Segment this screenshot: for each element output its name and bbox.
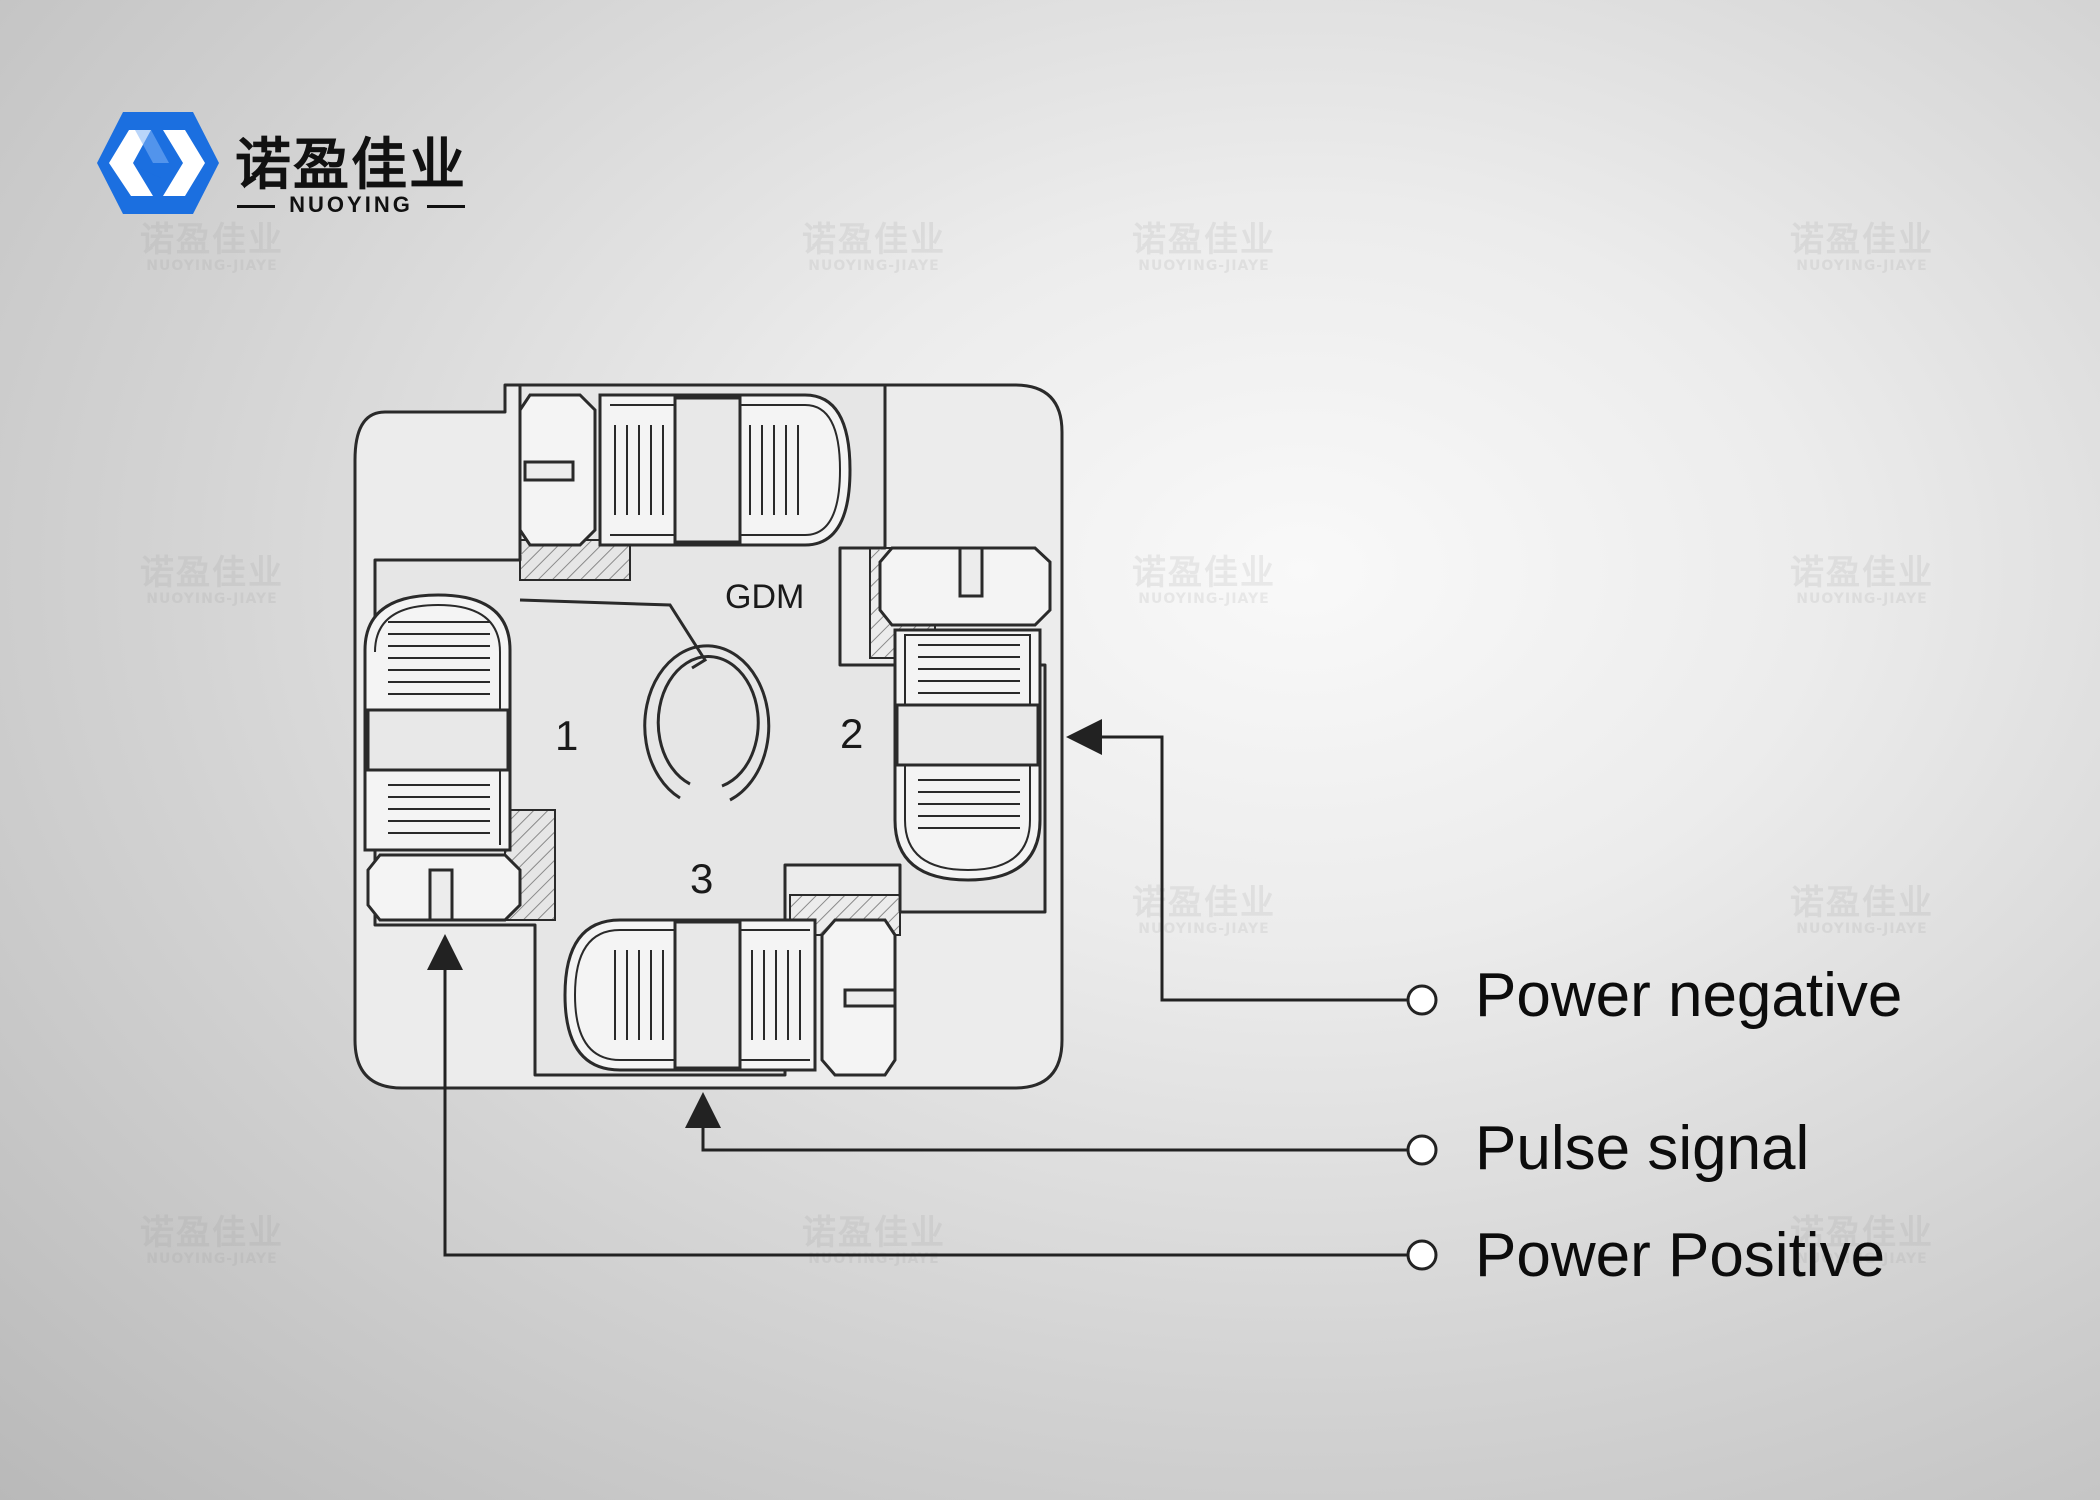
- leader-lines: [427, 719, 1420, 1257]
- brand-name-cn: 诺盈佳业: [235, 133, 467, 198]
- center-jumper: [519, 598, 771, 802]
- leader-power-negative: [1066, 719, 1420, 1002]
- tagline-rule-right: [427, 205, 465, 208]
- terminal-3-label: 3: [690, 855, 713, 902]
- brand-tagline: NUOYING: [237, 192, 465, 222]
- terminal-1-label: 1: [555, 712, 578, 759]
- label-pulse-signal: Pulse signal: [1475, 1114, 1810, 1183]
- label-power-negative: Power negative: [1475, 961, 1903, 1030]
- logo-mark-icon: [97, 112, 219, 214]
- model-label: GDM: [725, 578, 804, 616]
- spring-clip-terminal-3: [563, 918, 897, 1077]
- spring-clip-terminal-1: [363, 593, 522, 922]
- leader-pulse-signal: [685, 1092, 1420, 1152]
- endpoint-circle: [1406, 1239, 1438, 1271]
- leader-power-positive: [427, 934, 1420, 1257]
- label-power-positive: Power Positive: [1475, 1221, 1886, 1290]
- brand-name-en: NUOYING: [289, 192, 413, 217]
- spring-clip-top: [518, 393, 852, 547]
- terminal-2-label: 2: [840, 710, 863, 757]
- endpoint-circle: [1406, 1134, 1438, 1166]
- terminal-endpoints: [1406, 984, 1438, 1271]
- spring-clip-terminal-2: [878, 546, 1052, 882]
- endpoint-circle: [1406, 984, 1438, 1016]
- tagline-rule-left: [237, 205, 275, 208]
- brand-logo: 诺盈佳业 NUOYING: [95, 110, 475, 220]
